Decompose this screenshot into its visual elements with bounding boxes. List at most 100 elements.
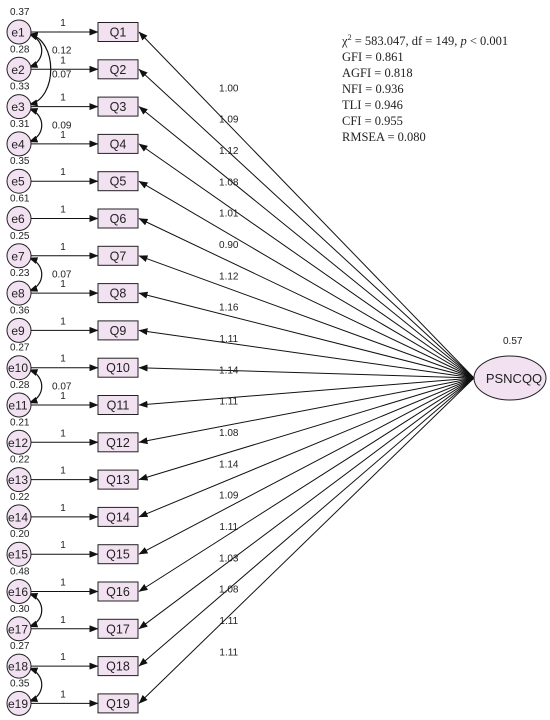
fit-indices: χ2 = 583.047, df = 149, p < 0.001 GFI = … — [342, 30, 508, 145]
latent-variance: 0.57 — [503, 336, 523, 347]
error-label: e7 — [11, 249, 25, 263]
indicator-label: Q16 — [106, 585, 130, 599]
indicator-label: Q4 — [110, 137, 127, 151]
error-path-weight: 1 — [60, 316, 66, 327]
error-label: e9 — [11, 324, 25, 338]
error-path-weight: 1 — [60, 391, 66, 402]
indicator-box — [97, 171, 139, 192]
indicator-box — [97, 96, 139, 117]
error-label: e19 — [8, 697, 28, 711]
error-variance: 0.28 — [10, 380, 30, 391]
indicator-box — [97, 208, 139, 229]
error-variance: 0.20 — [10, 529, 30, 540]
error-label: e8 — [11, 287, 25, 301]
error-label: e15 — [8, 548, 28, 562]
covariance-layer: 0.120.070.090.070.07 — [28, 32, 72, 702]
indicator-label: Q11 — [107, 399, 130, 413]
loading-arrow-q9 — [138, 328, 475, 379]
covariance-arc — [28, 592, 43, 628]
indicator-box — [97, 618, 139, 639]
error-path-weight: 1 — [60, 279, 66, 290]
error-path-weight: 1 — [60, 615, 66, 626]
error-label: e13 — [8, 473, 28, 487]
error-path-weight: 1 — [60, 652, 66, 663]
fit-cfi: CFI = 0.955 — [342, 114, 403, 129]
indicator-label: Q14 — [106, 510, 130, 524]
indicator-label: Q3 — [110, 100, 127, 114]
fit-chi-square: χ2 = 583.047, df = 149, p < 0.001 — [342, 30, 508, 49]
error-label: e17 — [8, 622, 28, 636]
p-rest: < 0.001 — [466, 34, 509, 49]
indicator-label: Q7 — [110, 249, 127, 263]
loading-value-q11: 1.11 — [219, 397, 238, 408]
error-path-weight: 1 — [60, 93, 66, 104]
error-path-weight: 1 — [60, 130, 66, 141]
loading-arrow-q11 — [138, 377, 475, 408]
loading-arrow-q6 — [138, 218, 475, 379]
indicator-box — [97, 133, 139, 154]
covariance-value: 0.07 — [52, 269, 72, 280]
error-path-weight: 1 — [60, 578, 66, 589]
error-label: e2 — [11, 63, 25, 77]
loading-value-q12: 1.08 — [219, 428, 239, 439]
indicator-label: Q17 — [106, 622, 130, 636]
indicator-box — [97, 395, 139, 415]
indicator-box — [97, 506, 139, 527]
loading-value-q3: 1.12 — [219, 146, 239, 157]
loading-arrow-q18 — [138, 377, 475, 667]
indicator-label: Q18 — [106, 660, 130, 674]
indicator-label: Q5 — [110, 175, 127, 189]
loading-value-q10: 1.14 — [219, 365, 239, 376]
loading-arrow-q1 — [138, 31, 475, 379]
loading-value-q16: 1.03 — [219, 553, 239, 564]
error-path-weight: 1 — [60, 18, 66, 29]
latent-factor: PSNCQQ 0.57 — [473, 336, 547, 401]
covariance-arc — [28, 108, 43, 143]
indicator-box — [97, 469, 139, 490]
error-path-weight: 1 — [60, 354, 66, 365]
indicator-layer: 0.37e11Q10.28e21Q20.33e31Q30.31e41Q40.35… — [6, 7, 139, 716]
p-symbol: p — [460, 34, 467, 49]
covariance-value: 0.12 — [52, 46, 72, 57]
fit-rmsea: RMSEA = 0.080 — [342, 130, 426, 145]
loading-arrow-q7 — [138, 255, 475, 379]
latent-ellipse — [473, 355, 547, 401]
error-variance: 0.28 — [10, 44, 30, 55]
covariance-value: 0.07 — [52, 381, 72, 392]
error-path-weight: 1 — [60, 689, 66, 700]
loading-value-q4: 1.08 — [219, 177, 239, 188]
error-variance: 0.27 — [10, 343, 30, 354]
loading-value-q1: 1.00 — [219, 83, 239, 94]
error-label: e14 — [8, 510, 28, 524]
error-label: e4 — [11, 137, 25, 151]
indicator-label: Q6 — [110, 212, 127, 226]
fit-tli: TLI = 0.946 — [342, 98, 403, 113]
error-path-weight: 1 — [60, 503, 66, 514]
indicator-label: Q19 — [106, 697, 130, 711]
indicator-row-q4: 0.31 e4 1Q4 — [6, 119, 139, 157]
fit-agfi: AGFI = 0.818 — [342, 66, 413, 81]
error-label: e3 — [11, 100, 25, 114]
error-label: e16 — [8, 585, 28, 599]
latent-label: PSNCQQ — [486, 371, 542, 386]
error-path-weight: 1 — [60, 205, 66, 216]
error-label: e1 — [11, 26, 25, 40]
indicator-label: Q1 — [110, 26, 127, 40]
indicator-box — [97, 320, 139, 341]
loading-value-q8: 1.16 — [219, 303, 239, 314]
error-variance: 0.31 — [10, 119, 30, 130]
loading-arrow-q2 — [138, 68, 475, 379]
error-variance: 0.36 — [10, 305, 30, 316]
indicator-label: Q13 — [106, 473, 130, 487]
covariance-arc — [28, 667, 43, 702]
indicator-box — [97, 357, 139, 378]
indicator-label: Q15 — [106, 548, 130, 562]
